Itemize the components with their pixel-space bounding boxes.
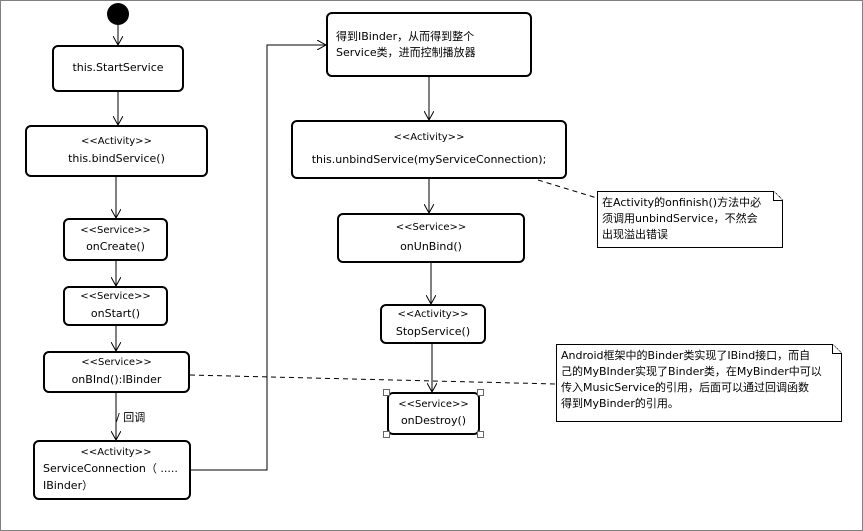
on-create-stereotype: <<Service>> (80, 224, 151, 236)
binder-note-line2: 己的MyBInder实现了Binder类，在MyBinder中可以 (561, 364, 822, 378)
unbind-service-label: this.unbindService(myServiceConnection); (311, 152, 547, 166)
note-link-onfinish (537, 179, 598, 199)
start-service-node[interactable]: this.StartService (52, 45, 184, 92)
selection-handle-ne[interactable] (477, 389, 484, 396)
on-start-label: onStart() (90, 306, 141, 320)
initial-node (107, 3, 129, 25)
get-binder-line1: 得到IBinder，从而得到整个 (336, 30, 475, 43)
on-start-node[interactable]: <<Service>> onStart() (63, 286, 168, 326)
selection-handle-nw[interactable] (383, 389, 390, 396)
selection-handle-sw[interactable] (383, 431, 390, 438)
on-unbind-node[interactable]: <<Service>> onUnBind() (337, 213, 525, 263)
note-fold-icon (832, 344, 842, 354)
on-destroy-node[interactable]: <<Service>> onDestroy() (387, 392, 480, 435)
on-create-node[interactable]: <<Service>> onCreate() (63, 218, 168, 261)
service-connection-label-line1: ServiceConnection（ ..... (43, 462, 178, 476)
onfinish-note-line2: 须调用unbindService，不然会 (602, 211, 758, 225)
binder-note-line3: 传入MusicService的引用，后面可以通过回调函数 (561, 380, 809, 394)
stop-service-stereotype: <<Activity>> (397, 309, 469, 321)
unbind-service-stereotype: <<Activity>> (393, 132, 465, 144)
binder-note-line1: Android框架中的Binder类实现了IBind接口，而自 (561, 349, 811, 362)
stop-service-label: StopService() (395, 324, 471, 338)
start-service-label: this.StartService (72, 61, 164, 75)
onfinish-note-line3: 出现溢出错误 (602, 227, 668, 241)
onfinish-note-line1: 在Activity的onfinish()方法中必 (602, 196, 762, 209)
on-start-stereotype: <<Service>> (80, 291, 151, 303)
on-create-label: onCreate() (86, 240, 145, 254)
service-connection-stereotype: <<Activity>> (80, 446, 152, 458)
note-link-binder (189, 374, 557, 385)
on-bind-stereotype: <<Service>> (81, 357, 152, 369)
on-destroy-label: onDestroy() (400, 414, 467, 428)
service-connection-label-line2: IBinder） (43, 479, 94, 493)
binder-note[interactable]: Android框架中的Binder类实现了IBind接口，而自 己的MyBInd… (556, 344, 842, 422)
on-destroy-stereotype: <<Service>> (398, 398, 469, 410)
get-binder-line2: Service类，进而控制播放器 (336, 45, 476, 59)
bind-service-label: this.bindService() (68, 151, 165, 165)
stop-service-node[interactable]: <<Activity>> StopService() (380, 304, 486, 344)
unbind-service-node[interactable]: <<Activity>> this.unbindService(myServic… (291, 120, 567, 179)
bind-service-node[interactable]: <<Activity>> this.bindService() (25, 125, 208, 177)
on-bind-label: onBInd():IBinder (71, 372, 162, 386)
bind-service-stereotype: <<Activity>> (81, 136, 152, 148)
edge-serviceconnection-to-getbinder (191, 45, 326, 471)
get-binder-node[interactable]: 得到IBinder，从而得到整个 Service类，进而控制播放器 (326, 12, 532, 77)
on-unbind-stereotype: <<Service>> (395, 221, 467, 233)
binder-note-line4: 得到MyBinder的引用。 (561, 396, 679, 410)
selection-handle-se[interactable] (477, 431, 484, 438)
service-connection-node[interactable]: <<Activity>> ServiceConnection（ ..... IB… (33, 440, 191, 500)
callback-label: / 回调 (116, 411, 146, 424)
note-fold-icon (773, 191, 783, 201)
onfinish-note[interactable]: 在Activity的onfinish()方法中必 须调用unbindServic… (597, 191, 783, 248)
on-unbind-label: onUnBind() (400, 240, 462, 254)
on-bind-node[interactable]: <<Service>> onBInd():IBinder (43, 351, 190, 393)
